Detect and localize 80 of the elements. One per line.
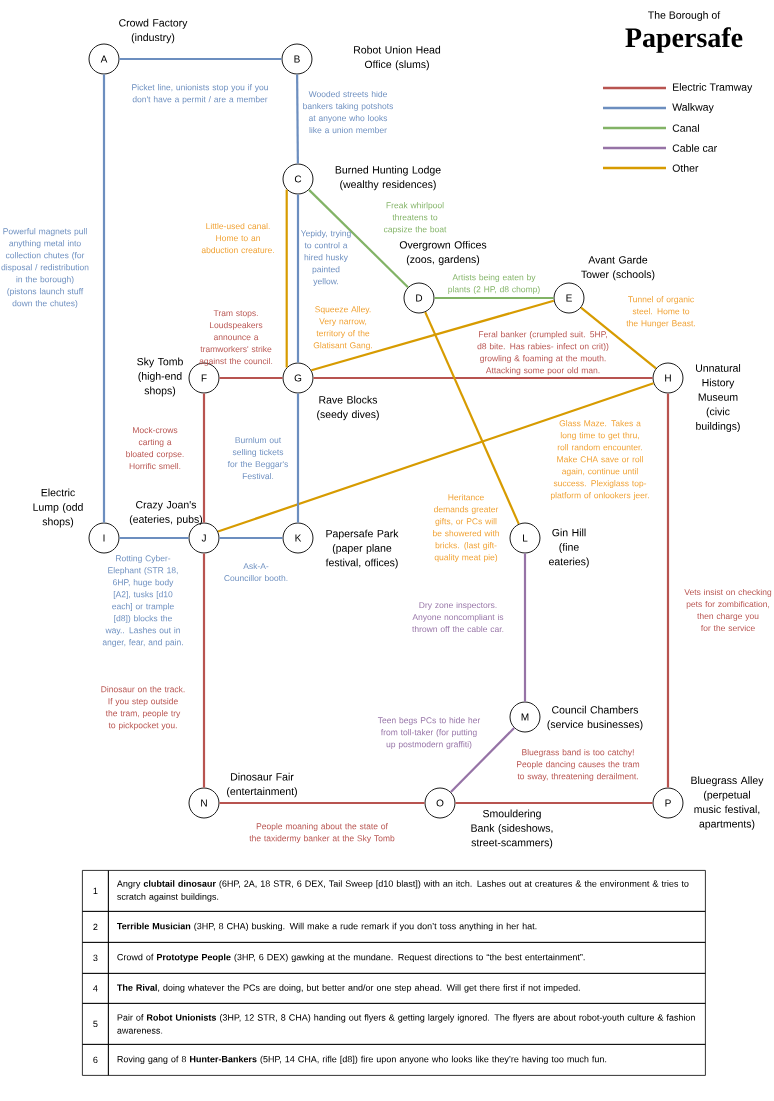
station-name: Electric Lump (odd shops) bbox=[33, 488, 83, 528]
legend-label: Canal bbox=[672, 124, 699, 132]
route-note: Little-used canal. Home to an abduction creature. bbox=[201, 222, 274, 254]
route-line bbox=[296, 393, 300, 523]
route-note: Freak whirlpool threatens to capsize the boat bbox=[383, 202, 447, 234]
station-name: Council Chambers (service businesses) bbox=[547, 705, 643, 731]
route-note: Tram stops. Loudspeakers announce a tramworkers' strike against the council. bbox=[199, 310, 273, 366]
route-note: Rotting Cyber-Elephant (STR 18, 6HP, huge body [A2], tusks [d10 each] or trample [d8]) blocks the way.. Lashes out in anger, fear, and pain. bbox=[102, 555, 183, 647]
route-note: People moaning about the state of the taxidermy banker at the Sky Tomb bbox=[249, 823, 395, 843]
table-cell: 3 bbox=[82, 942, 109, 974]
route-line bbox=[434, 296, 554, 300]
route-line bbox=[219, 376, 283, 380]
route-note: Artists being eaten by plants (2 HP, d8 chomp) bbox=[448, 274, 540, 294]
legend-label: Cable car bbox=[672, 144, 717, 152]
route-line bbox=[308, 189, 409, 288]
route-note: Glass Maze. Takes a long time to get thru, roll random encounter. Make CHA save or roll again, continue until success. Plexiglass top- platform of onlookers jeer. bbox=[550, 420, 649, 500]
station-name: Sky Tomb (high-end shops) bbox=[137, 357, 183, 397]
route-line bbox=[296, 74, 299, 164]
route-note: Mock-crows carting a bloated corpse. Horrific smell. bbox=[126, 426, 184, 470]
table-cell: Angry clubtail dinosaur (6HP, 2A, 18 STR, 6 DEX, Tail Sweep [d10 blast]) with an itch. Lashes out at creatures & the environment & tries to scratch against buildings. bbox=[108, 870, 706, 912]
route-line bbox=[119, 57, 282, 61]
route-line bbox=[424, 311, 520, 525]
route-line bbox=[580, 306, 657, 370]
route-line bbox=[219, 536, 283, 540]
legend-label: Walkway bbox=[672, 103, 714, 113]
route-note: Dry zone inspectors. Anyone noncompliant is thrown off the cable car. bbox=[412, 601, 504, 633]
route-note: Heritance demands greater gifts, or PCs will be showered with bricks. (last gift- quality meat pie) bbox=[433, 494, 499, 562]
station-name: Unnatural History Museum (civic buildings) bbox=[696, 364, 741, 432]
route-note: Bluegrass band is too catchy! People dancing causes the tram to sway, threatening derailment. bbox=[517, 749, 640, 781]
route-line bbox=[296, 194, 300, 363]
route-note: Teen begs PCs to hide her from toll-taker (for putting up postmodern graffiti) bbox=[377, 717, 481, 749]
route-line bbox=[455, 801, 653, 805]
route-note: Picket line, unionists stop you if you don't have a permit / are a member bbox=[132, 84, 268, 104]
route-note: Dinosaur on the track. If you step outside the tram, people try to pickpocket you. bbox=[101, 686, 185, 730]
table-cell: 4 bbox=[82, 973, 109, 1004]
station-name: Dinosaur Fair (entertainment) bbox=[227, 772, 297, 798]
station-name: Papersafe Park (paper plane festival, offices) bbox=[325, 529, 399, 569]
route-note: Yepidy, trying to control a hired husky painted yellow. bbox=[300, 230, 351, 286]
route-line bbox=[313, 376, 653, 380]
station-name: Bluegrass Alley (perpetual music festival, apartments) bbox=[691, 776, 764, 830]
legend-label: Electric Tramway bbox=[673, 83, 753, 93]
table-cell: 6 bbox=[82, 1044, 109, 1076]
title-text: The Borough of bbox=[648, 11, 721, 21]
route-line bbox=[285, 189, 288, 368]
route-line bbox=[102, 74, 106, 523]
route-note: Burnlum out selling tickets for the Beggar's Festival. bbox=[227, 436, 288, 480]
route-note: Vets insist on checking pets for zombification, then charge you for the service bbox=[684, 588, 772, 632]
route-line bbox=[217, 382, 654, 533]
route-note: Tunnel of organic steel. Home to the Hunger Beast. bbox=[626, 296, 695, 328]
route-line bbox=[119, 536, 189, 540]
table-cell: Roving gang of 8 Hunter-Bankers (5HP, 14 CHA, rifle [d8]) fire upon anyone who looks like they’re having too much fun. bbox=[108, 1044, 706, 1076]
station-name: Burned Hunting Lodge (wealthy residences) bbox=[335, 165, 441, 191]
route-note: Squeeze Alley. Very narrow, territory of the Glatisant Gang. bbox=[313, 306, 372, 350]
table-cell: The Rival, doing whatever the PCs are doing, but better and/or one step ahead. Will get there first if not impeded. bbox=[108, 973, 706, 1004]
route-line bbox=[666, 393, 670, 788]
station-name: Gin Hill (fine eateries) bbox=[549, 528, 589, 568]
table-cell: Pair of Robot Unionists (3HP, 12 STR, 8 CHA) handing out flyers & getting largely ignored. The flyers are about robot-youth culture & fashion awareness. bbox=[108, 1003, 706, 1045]
route-note: Feral banker (crumpled suit. 5HP, d8 bite. Has rabies- infect on crit)) growling & foaming at the mouth. Attacking some poor old man. bbox=[477, 331, 609, 375]
route-note: Ask-A-Councillor booth. bbox=[224, 562, 288, 582]
route-note: Wooded streets hide bankers taking potshots at anyone who looks like a union member bbox=[303, 90, 393, 134]
table-cell: 5 bbox=[82, 1003, 109, 1045]
route-note: Powerful magnets pull anything metal into collection chutes (for disposal / redistribution in the borough) (pistons launch stuff down the chutes) bbox=[1, 228, 89, 308]
station-name: Smouldering Bank (sideshows, street-scammers) bbox=[471, 809, 553, 849]
table-cell: 1 bbox=[82, 870, 109, 912]
table-cell: Crowd of Prototype People (3HP, 6 DEX) gawking at the mundane. Request directions to “the best entertainment”. bbox=[108, 942, 706, 974]
route-line bbox=[202, 393, 206, 523]
route-line bbox=[202, 553, 206, 788]
station-name: Rave Blocks (seedy dives) bbox=[317, 395, 379, 421]
route-line bbox=[219, 801, 425, 805]
title: Papersafe bbox=[625, 27, 743, 53]
table-cell: Terrible Musician (3HP, 8 CHA) busking. Will make a rude remark if you don’t toss anything in her hat. bbox=[108, 911, 706, 943]
route-line bbox=[450, 727, 515, 793]
station-name: Avant Garde Tower (schools) bbox=[581, 255, 655, 281]
route-line bbox=[311, 299, 555, 372]
station-name: Robot Union Head Office (slums) bbox=[354, 45, 441, 71]
station-name: Overgrown Offices (zoos, gardens) bbox=[399, 240, 487, 266]
station-name: Crowd Factory (industry) bbox=[119, 18, 188, 44]
table-cell: 2 bbox=[82, 911, 109, 943]
legend-label: Other bbox=[672, 164, 699, 172]
route-line bbox=[523, 553, 527, 702]
